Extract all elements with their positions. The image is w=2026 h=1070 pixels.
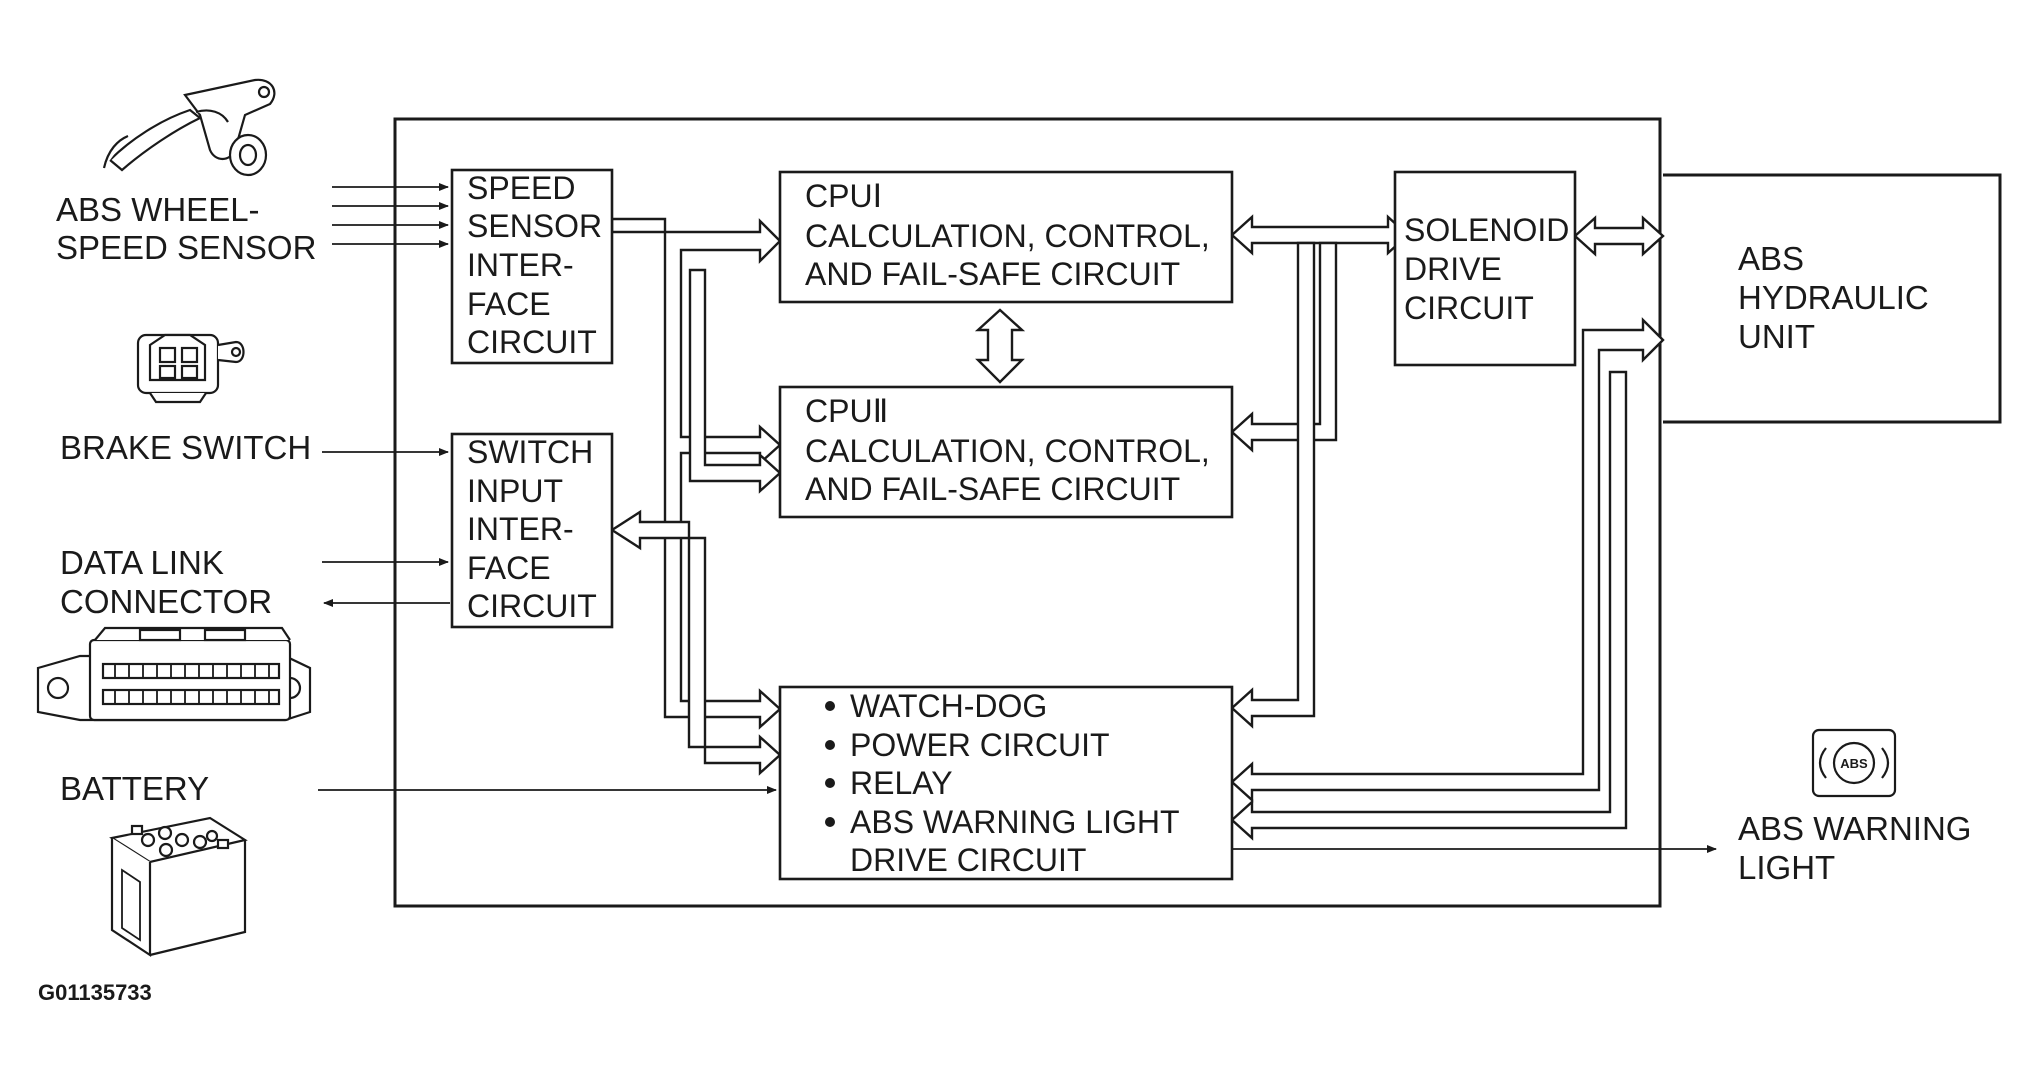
svg-text:SOLENOID: SOLENOID <box>1404 212 1569 248</box>
cpu1-block: CPUⅠ CALCULATION, CONTROL, AND FAIL-SAFE… <box>778 170 1234 304</box>
svg-text:SPEED: SPEED <box>467 170 575 206</box>
watchdog-block: WATCH-DOG POWER CIRCUIT RELAY ABS WARNIN… <box>778 685 1234 881</box>
cpu2-block: CPUⅡ CALCULATION, CONTROL, AND FAIL-SAFE… <box>778 385 1234 519</box>
svg-text:INTER-: INTER- <box>467 247 574 283</box>
control-unit-outline <box>393 117 1662 908</box>
svg-text:SENSOR: SENSOR <box>467 208 602 244</box>
wheel-speed-sensor-icon <box>102 78 276 177</box>
warning-light-label-2: LIGHT <box>1738 849 1835 886</box>
svg-text:DRIVE CIRCUIT: DRIVE CIRCUIT <box>850 842 1086 878</box>
svg-text:CALCULATION, CONTROL,: CALCULATION, CONTROL, <box>805 218 1210 254</box>
svg-text:CIRCUIT: CIRCUIT <box>467 324 597 360</box>
data-link-label: DATA LINK <box>60 544 224 581</box>
svg-text:WATCH-DOG: WATCH-DOG <box>850 688 1047 724</box>
svg-text:CALCULATION, CONTROL,: CALCULATION, CONTROL, <box>805 433 1210 469</box>
svg-text:CIRCUIT: CIRCUIT <box>1404 290 1534 326</box>
wheel-sensor-label: ABS WHEEL- <box>56 191 260 228</box>
bus-lines <box>609 214 1665 841</box>
brake-switch-label: BRAKE SWITCH <box>60 429 311 466</box>
svg-text:CPUⅡ: CPUⅡ <box>805 393 888 429</box>
warning-light-label: ABS WARNING <box>1738 810 1971 847</box>
svg-text:INTER-: INTER- <box>467 511 574 547</box>
data-link-connector-icon <box>36 626 312 722</box>
svg-text:UNIT: UNIT <box>1738 318 1815 355</box>
connector-pins <box>101 662 281 706</box>
svg-text:DRIVE: DRIVE <box>1404 251 1502 287</box>
data-link-label-2: CONNECTOR <box>60 583 272 620</box>
battery-label: BATTERY <box>60 770 209 807</box>
svg-text:ABS WARNING LIGHT: ABS WARNING LIGHT <box>850 804 1180 840</box>
speed-sensor-interface-block: SPEED SENSOR INTER- FACE CIRCUIT <box>450 168 614 365</box>
svg-text:ABS: ABS <box>1840 756 1868 771</box>
solenoid-drive-block: SOLENOID DRIVE CIRCUIT <box>1393 170 1577 367</box>
brake-switch-icon <box>136 333 245 404</box>
svg-text:FACE: FACE <box>467 550 551 586</box>
switch-input-interface-block: SWITCH INPUT INTER- FACE CIRCUIT <box>450 432 614 629</box>
battery-icon <box>109 816 248 958</box>
svg-text:ABS: ABS <box>1738 240 1804 277</box>
svg-text:AND FAIL-SAFE CIRCUIT: AND FAIL-SAFE CIRCUIT <box>805 256 1180 292</box>
figure-id: G01135733 <box>38 980 152 1005</box>
svg-text:POWER CIRCUIT: POWER CIRCUIT <box>850 727 1110 763</box>
wheel-sensor-label-2: SPEED SENSOR <box>56 229 316 266</box>
svg-text:RELAY: RELAY <box>850 765 953 801</box>
svg-text:HYDRAULIC: HYDRAULIC <box>1738 279 1929 316</box>
abs-warning-light-icon: ABS <box>1811 728 1897 798</box>
svg-text:CPUⅠ: CPUⅠ <box>805 178 882 214</box>
abs-hydraulic-unit-block: ABS HYDRAULIC UNIT <box>1663 173 2002 424</box>
svg-text:INPUT: INPUT <box>467 473 563 509</box>
wheel-sensor-lines <box>332 183 449 248</box>
svg-text:AND FAIL-SAFE CIRCUIT: AND FAIL-SAFE CIRCUIT <box>805 471 1180 507</box>
svg-text:SWITCH: SWITCH <box>467 434 593 470</box>
svg-text:FACE: FACE <box>467 286 551 322</box>
svg-text:CIRCUIT: CIRCUIT <box>467 588 597 624</box>
